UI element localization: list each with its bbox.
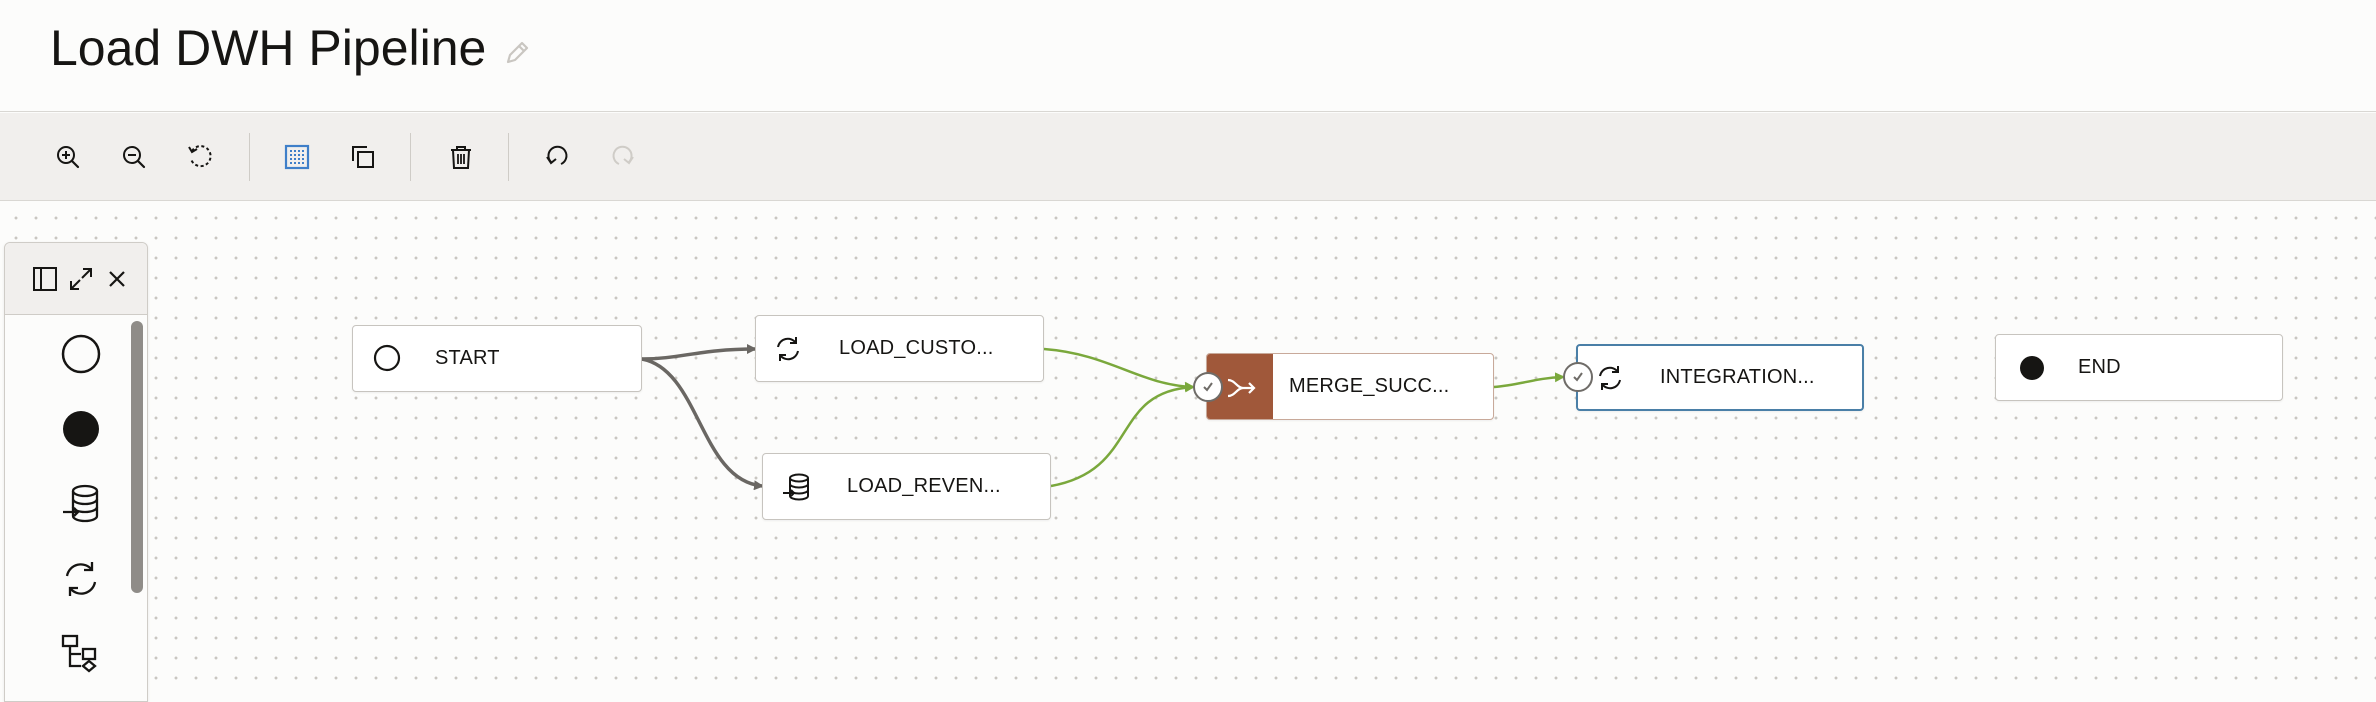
- operator-palette: [4, 242, 148, 702]
- node-label: LOAD_REVEN...: [847, 475, 1001, 497]
- canvas-toolbar: [0, 113, 2376, 201]
- grid-icon: [284, 144, 310, 170]
- toolbar-separator: [249, 133, 250, 181]
- grid-toggle-button[interactable]: [277, 137, 317, 177]
- close-palette-button[interactable]: [101, 263, 133, 295]
- zoom-in-button[interactable]: [48, 137, 88, 177]
- node-load-customers[interactable]: LOAD_CUSTO...: [755, 315, 1044, 382]
- expand-button[interactable]: [65, 263, 97, 295]
- node-load-revenue[interactable]: LOAD_REVEN...: [762, 453, 1051, 520]
- merge-operator-block: [1207, 354, 1273, 419]
- delete-button[interactable]: [441, 137, 481, 177]
- toolbar-separator: [508, 133, 509, 181]
- filled-circle-icon: [63, 411, 99, 447]
- zoom-out-icon: [123, 146, 146, 169]
- reset-icon: [188, 145, 212, 168]
- filled-circle-icon: [2018, 354, 2046, 382]
- pencil-icon[interactable]: [500, 36, 534, 70]
- redo-button[interactable]: [602, 137, 642, 177]
- node-integration[interactable]: INTEGRATION...: [1576, 344, 1864, 411]
- integration-status-check-icon: [1563, 362, 1593, 392]
- palette-item-end[interactable]: [49, 399, 113, 459]
- refresh-icon: [65, 562, 97, 596]
- undo-button[interactable]: [538, 137, 578, 177]
- node-merge[interactable]: MERGE_SUCC...: [1206, 353, 1494, 420]
- duplicate-button[interactable]: [343, 137, 383, 177]
- node-start[interactable]: START: [352, 325, 642, 392]
- node-label: LOAD_CUSTO...: [839, 337, 994, 359]
- merge-icon: [1227, 378, 1256, 398]
- expand-icon: [70, 268, 92, 290]
- page-title: Load DWH Pipeline: [50, 20, 487, 76]
- trash-icon: [451, 146, 471, 169]
- empty-circle-icon: [372, 343, 402, 373]
- panel-toggle-button[interactable]: [29, 263, 61, 295]
- node-label: END: [2078, 356, 2121, 378]
- close-icon: [109, 271, 125, 287]
- empty-circle-icon: [61, 334, 101, 374]
- palette-header: [5, 243, 147, 315]
- zoom-in-icon: [57, 146, 80, 169]
- palette-item-start[interactable]: [49, 324, 113, 384]
- panel-icon: [33, 267, 57, 291]
- undo-icon: [546, 145, 568, 165]
- node-label: INTEGRATION...: [1660, 366, 1815, 388]
- database-load-icon: [781, 471, 813, 503]
- palette-item-integration[interactable]: [49, 549, 113, 609]
- reset-zoom-button[interactable]: [180, 137, 220, 177]
- toolbar-separator: [410, 133, 411, 181]
- refresh-icon: [1594, 362, 1626, 394]
- copy-icon: [352, 146, 374, 168]
- node-label: START: [435, 347, 500, 369]
- merge-status-check-icon: [1193, 372, 1223, 402]
- palette-scrollbar[interactable]: [131, 321, 143, 593]
- zoom-out-button[interactable]: [114, 137, 154, 177]
- redo-icon: [612, 145, 634, 165]
- flow-icon: [61, 634, 97, 673]
- refresh-icon: [772, 333, 804, 365]
- palette-item-data-loader[interactable]: [49, 474, 113, 534]
- node-label: MERGE_SUCC...: [1289, 375, 1450, 397]
- pipeline-canvas[interactable]: [0, 202, 2376, 686]
- node-end[interactable]: END: [1995, 334, 2283, 401]
- palette-item-decision[interactable]: [49, 624, 113, 684]
- page-header: Load DWH Pipeline: [0, 0, 2376, 112]
- database-load-icon: [63, 484, 99, 523]
